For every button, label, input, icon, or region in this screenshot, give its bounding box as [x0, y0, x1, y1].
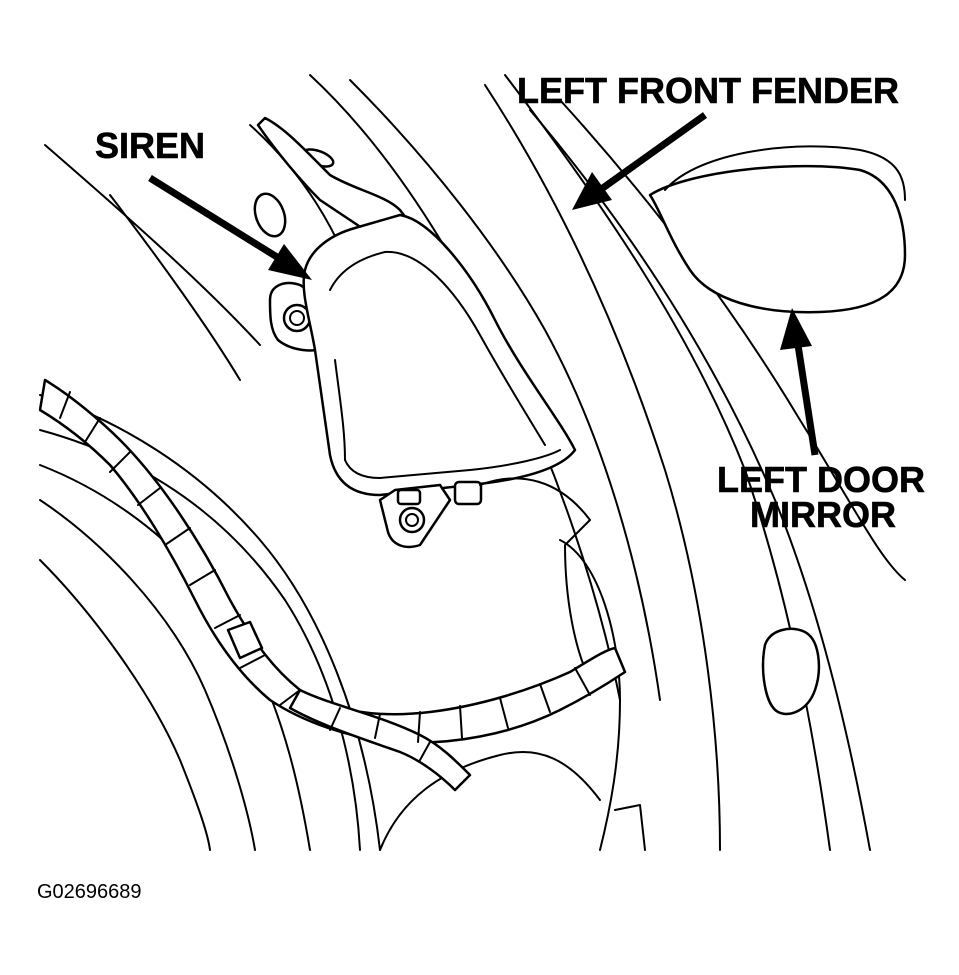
callout-labels: SIREN LEFT FRONT FENDER LEFT DOOR MIRROR — [95, 70, 926, 536]
fender-arrow-head — [572, 172, 612, 210]
siren-housing — [302, 213, 577, 497]
label-left-front-fender: LEFT FRONT FENDER — [517, 70, 899, 111]
harness-branch — [288, 688, 472, 792]
door-mirror-body — [648, 164, 907, 314]
siren-arrow-shaft — [148, 175, 287, 265]
vehicle-body-illustration — [39, 74, 907, 851]
siren-support-bracket — [479, 477, 591, 681]
fender-outer-curve — [484, 84, 721, 851]
siren-lower-bolt-2 — [453, 480, 483, 506]
siren-unit — [256, 116, 591, 681]
fender-edge-curve — [559, 99, 906, 581]
callout-arrows — [148, 112, 819, 456]
siren-mount-bolt-head — [289, 310, 305, 326]
wiring-harness — [38, 378, 627, 792]
siren-arrow-head — [268, 244, 312, 280]
body-left-curve-1 — [44, 144, 261, 346]
siren-lower-bolt-3 — [396, 488, 422, 506]
body-left-curve-2 — [109, 194, 241, 381]
harness-clip — [226, 620, 264, 660]
pillar-line-2 — [349, 79, 661, 701]
mirror-arrow-head — [780, 308, 812, 350]
siren-housing-side — [334, 359, 346, 461]
wheel-arch-edge — [39, 499, 256, 851]
wheel-arch-outer — [39, 394, 381, 851]
label-left-door-mirror-line2: MIRROR — [750, 494, 896, 535]
lower-rail — [559, 539, 621, 851]
siren-lower-bolt-1 — [398, 506, 426, 534]
siren-bracket — [256, 116, 417, 242]
label-siren: SIREN — [95, 125, 205, 166]
siren-lower-bolt-1-head — [405, 513, 419, 527]
siren-housing-face — [329, 250, 546, 446]
fender-grommet — [761, 627, 821, 716]
lower-panel-line — [379, 751, 601, 851]
siren-housing-edge — [344, 449, 561, 479]
harness-tape-wraps — [59, 391, 591, 761]
fender-arrow-shaft — [597, 112, 708, 193]
door-mirror-housing — [664, 145, 906, 201]
body-hole-upper — [253, 192, 287, 238]
wheel-arch-mid — [39, 429, 361, 851]
label-left-door-mirror-line1: LEFT DOOR — [717, 459, 925, 500]
harness-main — [38, 378, 627, 744]
lower-bracket — [614, 804, 646, 851]
body-edge-curve — [529, 109, 871, 851]
wheel-arch-lower — [39, 559, 211, 851]
mirror-arrow-shaft — [794, 344, 819, 456]
figure-id: G02696689 — [37, 881, 142, 903]
